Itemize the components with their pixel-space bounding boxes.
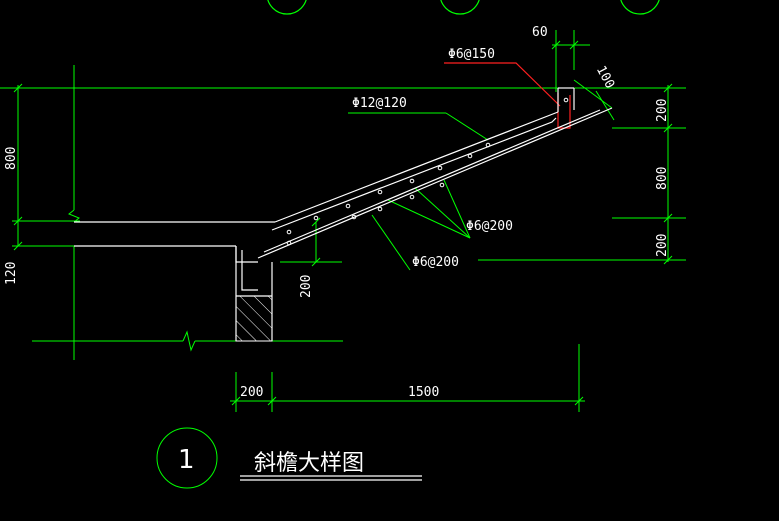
- label-dist-bar-upper: Φ6@200: [466, 219, 513, 234]
- dim-top-60: 60: [532, 25, 548, 40]
- dim-right-200-top: 200: [655, 99, 670, 122]
- dim-right-200-bottom: 200: [655, 234, 670, 257]
- structure-outline: [74, 87, 613, 481]
- drawing-title: 斜檐大样图: [254, 451, 364, 476]
- dim-left-800: 800: [4, 147, 19, 170]
- labels: 60 100 Φ6@150 Φ12@120 Φ6@200 Φ6@200 200 …: [4, 25, 670, 476]
- detail-number: 1: [178, 445, 195, 475]
- label-top-stirrup: Φ6@150: [448, 47, 495, 62]
- dim-bottom-200: 200: [240, 385, 263, 400]
- dim-right-800: 800: [655, 167, 670, 190]
- rebar-dots: [286, 97, 569, 246]
- dimension-lines: [0, 30, 686, 489]
- dim-bottom-1500: 1500: [408, 385, 439, 400]
- dim-left-120: 120: [4, 262, 19, 285]
- dim-wall-200: 200: [299, 275, 314, 298]
- label-main-bar: Φ12@120: [352, 96, 407, 111]
- label-dist-bar-lower: Φ6@200: [412, 255, 459, 270]
- wall-hatch: [235, 295, 273, 342]
- grid-axis-bubbles: [267, 0, 660, 15]
